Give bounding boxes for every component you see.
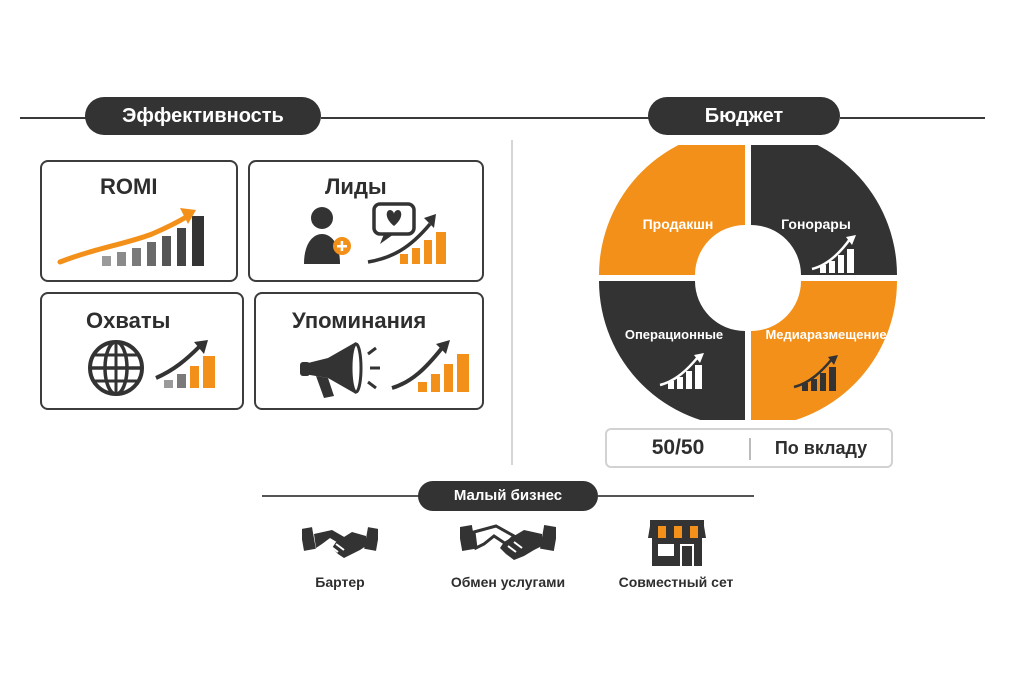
budget-donut: Продакшн Гонорары Операционные Медиаразм… xyxy=(599,145,897,420)
joint-set-label: Совместный сет xyxy=(618,574,734,590)
handshake-icon xyxy=(460,524,556,560)
segment-label-honoraria: Гонорары xyxy=(781,216,851,232)
romi-title: ROMI xyxy=(100,174,158,199)
barter-label: Бартер xyxy=(315,574,365,590)
honoraria-trend-icon xyxy=(811,235,856,273)
split-option-contribution[interactable]: По вкладу xyxy=(774,437,868,458)
budget-header: Бюджет xyxy=(648,97,840,135)
leads-card: Лиды xyxy=(248,160,484,282)
donut-segment-honoraria xyxy=(751,145,897,275)
budget-split-toggle[interactable]: 50/50 По вкладу xyxy=(605,428,893,468)
romi-growth-chart-icon xyxy=(57,208,204,266)
effectiveness-header: Эффективность xyxy=(85,97,321,135)
segment-label-production: Продакшн xyxy=(643,216,714,232)
mentions-title: Упоминания xyxy=(292,308,427,333)
budget-rule-right xyxy=(840,117,985,119)
donut-segment-production xyxy=(599,145,745,275)
donut-segment-media xyxy=(751,281,897,420)
reach-title: Охваты xyxy=(86,308,171,333)
storefront-icon xyxy=(648,520,706,566)
operational-trend-icon xyxy=(659,353,704,389)
donut-segment-operational xyxy=(599,281,745,420)
service-exchange-label: Обмен услугами xyxy=(450,574,566,590)
reach-globe-icon xyxy=(88,340,215,396)
split-divider xyxy=(749,438,751,460)
media-trend-icon xyxy=(793,355,838,391)
romi-card: ROMI xyxy=(40,160,238,282)
small-business-rule-right xyxy=(598,495,754,497)
leads-person-heart-icon xyxy=(304,202,446,264)
header-rule-center xyxy=(321,117,651,119)
segment-label-media: Медиаразмещение xyxy=(765,327,886,342)
mentions-card: Упоминания xyxy=(254,292,484,410)
leads-title: Лиды xyxy=(325,174,387,199)
effectiveness-rule-left xyxy=(20,117,88,119)
small-business-header: Малый бизнес xyxy=(418,481,598,511)
handshake-icon xyxy=(302,527,378,558)
reach-card: Охваты xyxy=(40,292,244,410)
segment-label-operational: Операционные xyxy=(625,327,723,342)
small-business-rule-left xyxy=(262,495,424,497)
split-option-50-50[interactable]: 50/50 xyxy=(651,436,705,459)
mentions-megaphone-icon xyxy=(300,340,469,398)
section-divider xyxy=(511,140,513,465)
